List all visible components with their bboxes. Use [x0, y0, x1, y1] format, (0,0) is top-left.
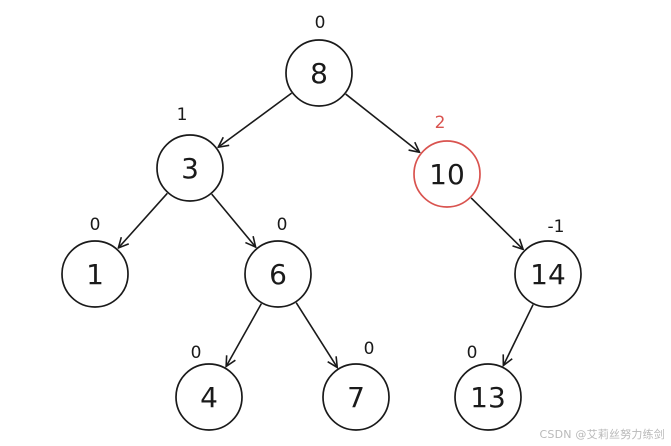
balance-factor-6: 0 — [277, 215, 288, 235]
node-circle — [322, 363, 390, 431]
balance-factor-4: 0 — [191, 343, 202, 363]
edge-arrow-n8-n3 — [219, 92, 293, 146]
balance-factor-7: 0 — [364, 339, 375, 359]
node-value-label: 10 — [429, 158, 465, 191]
edge-arrow-n6-n7 — [295, 302, 337, 367]
balance-factor-14: -1 — [548, 217, 565, 237]
node-value-label: 1 — [86, 258, 104, 291]
node-circle — [413, 140, 481, 208]
tree-node-7: 7 — [322, 363, 390, 431]
edge-arrow-n14-n13 — [504, 304, 534, 365]
watermark-text: CSDN @艾莉丝努力练剑 — [539, 428, 665, 441]
node-value-label: 4 — [200, 381, 218, 414]
node-circle — [285, 39, 353, 107]
node-circle — [175, 363, 243, 431]
node-value-label: 3 — [181, 152, 199, 185]
edges-layer — [119, 92, 534, 367]
tree-node-14: 14 — [514, 240, 582, 308]
balance-factors-layer: 0 1 2 0 0 -1 0 0 0 — [90, 13, 565, 363]
node-value-label: 7 — [347, 381, 365, 414]
tree-node-10: 10 — [413, 140, 481, 208]
tree-node-4: 4 — [175, 363, 243, 431]
balance-factor-3: 1 — [177, 105, 188, 125]
node-circle — [244, 240, 312, 308]
tree-node-8: 8 — [285, 39, 353, 107]
tree-node-1: 1 — [61, 240, 129, 308]
node-value-label: 14 — [530, 258, 566, 291]
balance-factor-8: 0 — [315, 13, 326, 33]
balance-factor-1: 0 — [90, 215, 101, 235]
node-value-label: 8 — [310, 57, 328, 90]
node-value-label: 6 — [269, 258, 287, 291]
edge-arrow-n3-n6 — [211, 193, 255, 246]
edge-arrow-n3-n1 — [119, 192, 168, 247]
node-circle — [454, 363, 522, 431]
node-circle — [156, 134, 224, 202]
node-circle — [61, 240, 129, 308]
edge-arrow-n8-n10 — [345, 93, 419, 152]
balance-factor-10: 2 — [435, 113, 446, 133]
tree-node-6: 6 — [244, 240, 312, 308]
node-value-label: 13 — [470, 381, 506, 414]
edge-arrow-n6-n4 — [227, 303, 263, 366]
node-circle — [514, 240, 582, 308]
tree-node-13: 13 — [454, 363, 522, 431]
tree-node-3: 3 — [156, 134, 224, 202]
edge-arrow-n10-n14 — [470, 197, 522, 249]
balance-factor-13: 0 — [467, 343, 478, 363]
